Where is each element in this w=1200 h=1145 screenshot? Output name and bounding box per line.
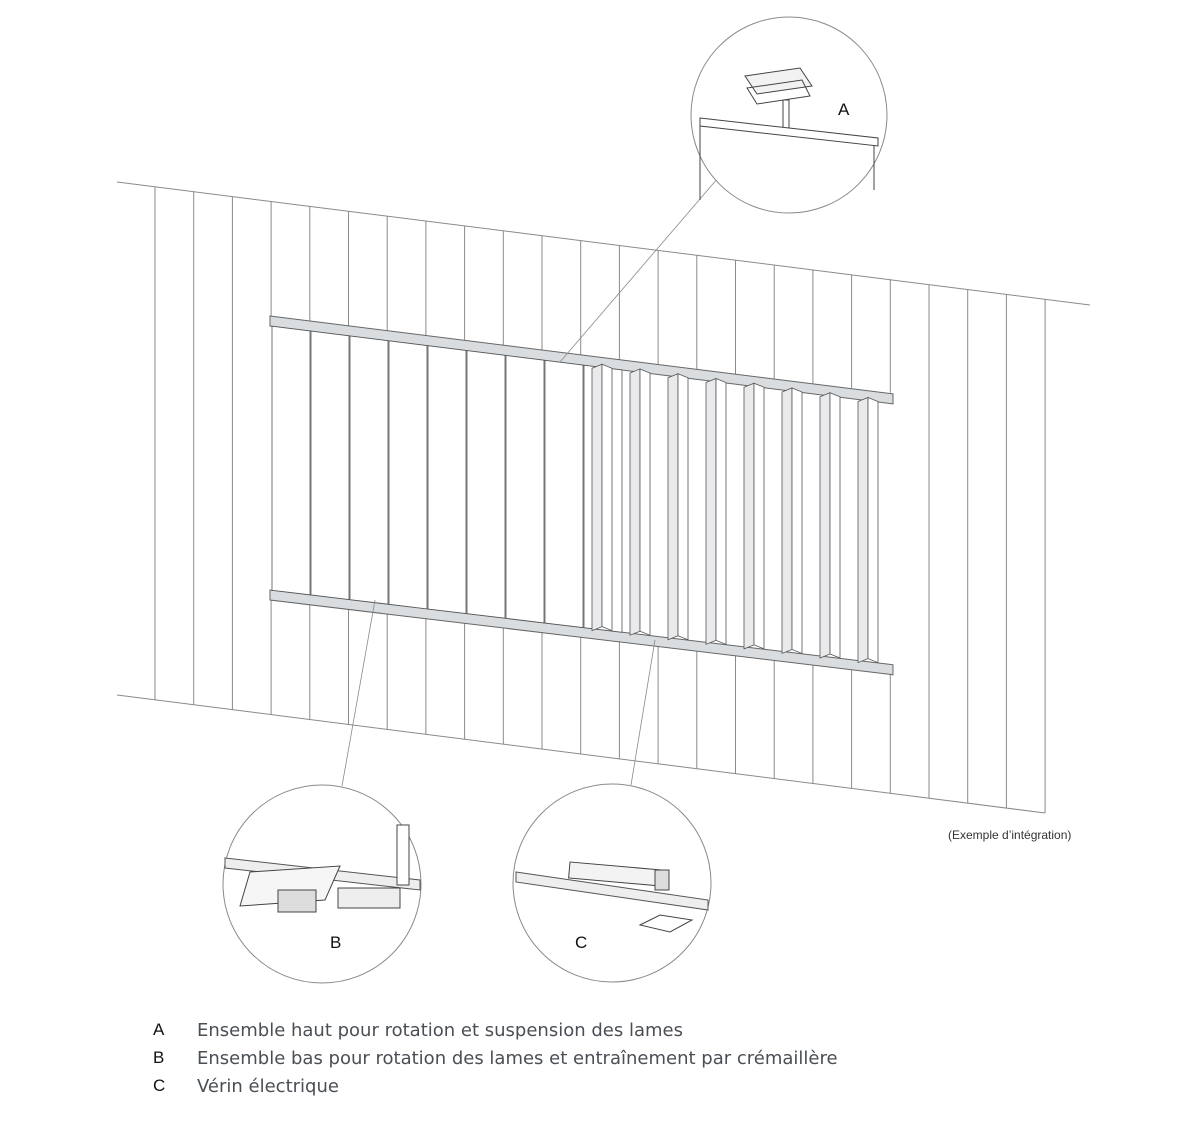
- bottom-rail: [269, 589, 894, 676]
- callout-label-b: B: [330, 933, 342, 952]
- rotated-blade-face: [715, 377, 727, 645]
- rotated-blade-face: [867, 396, 879, 664]
- flat-blade: [349, 335, 389, 605]
- legend-text: Ensemble haut pour rotation et suspensio…: [197, 1019, 683, 1041]
- rotated-blade-face: [753, 382, 765, 650]
- legend-text: Vérin électrique: [197, 1075, 339, 1097]
- leader-line-b: [341, 599, 376, 787]
- pinion-gear: [277, 889, 317, 913]
- legend-letter: C: [153, 1076, 166, 1095]
- leader-line-a: [559, 177, 719, 363]
- legend: A Ensemble haut pour rotation et suspens…: [153, 1016, 838, 1100]
- rotated-blade: [705, 377, 717, 645]
- rail-section: [515, 871, 709, 911]
- rotated-blade-face: [677, 373, 689, 641]
- rack: [337, 887, 401, 909]
- top-mount-plate: [744, 67, 813, 95]
- integration-caption: (Exemple d’intégration): [948, 828, 1072, 842]
- rotated-blade: [857, 396, 869, 664]
- rotated-blade-face: [829, 392, 841, 659]
- rotated-blade-face: [601, 363, 613, 632]
- callout-label-a: A: [838, 100, 850, 119]
- legend-text: Ensemble bas pour rotation des lames et …: [197, 1047, 838, 1069]
- rotated-blade-face: [639, 368, 651, 636]
- detail-circle-c: [512, 783, 712, 983]
- actuator-bracket: [638, 914, 694, 933]
- leader-line-c: [630, 639, 656, 786]
- flat-blade: [271, 325, 311, 596]
- callout-label-c: C: [575, 933, 588, 952]
- wall-top-edge: [116, 181, 1091, 306]
- suspension-pin: [782, 99, 790, 131]
- rotated-blade: [591, 363, 603, 632]
- top-rail: [269, 315, 894, 405]
- rotated-blade: [667, 373, 679, 641]
- flat-blade: [427, 345, 467, 614]
- rotated-blade: [781, 387, 793, 655]
- rotated-blade: [743, 382, 755, 650]
- legend-letter: B: [153, 1048, 165, 1067]
- legend-item-b: B Ensemble bas pour rotation des lames e…: [153, 1044, 838, 1072]
- legend-letter: A: [153, 1020, 165, 1039]
- blade-section: [396, 824, 410, 886]
- flat-blade: [388, 340, 428, 610]
- wall-bottom-edge: [116, 694, 1046, 814]
- legend-item-a: A Ensemble haut pour rotation et suspens…: [153, 1016, 838, 1044]
- legend-item-c: C Vérin électrique: [153, 1072, 838, 1100]
- rotated-blade-face: [791, 387, 803, 655]
- flat-blade: [310, 330, 350, 600]
- flat-blade: [505, 355, 545, 624]
- top-mount-plate-lower: [746, 79, 811, 105]
- actuator-motor: [654, 869, 670, 891]
- flat-blade: [544, 359, 584, 629]
- blade-top-bracket: [699, 117, 879, 147]
- rotated-blade: [819, 392, 831, 659]
- rotated-blade: [629, 368, 641, 636]
- flat-blade: [466, 350, 506, 619]
